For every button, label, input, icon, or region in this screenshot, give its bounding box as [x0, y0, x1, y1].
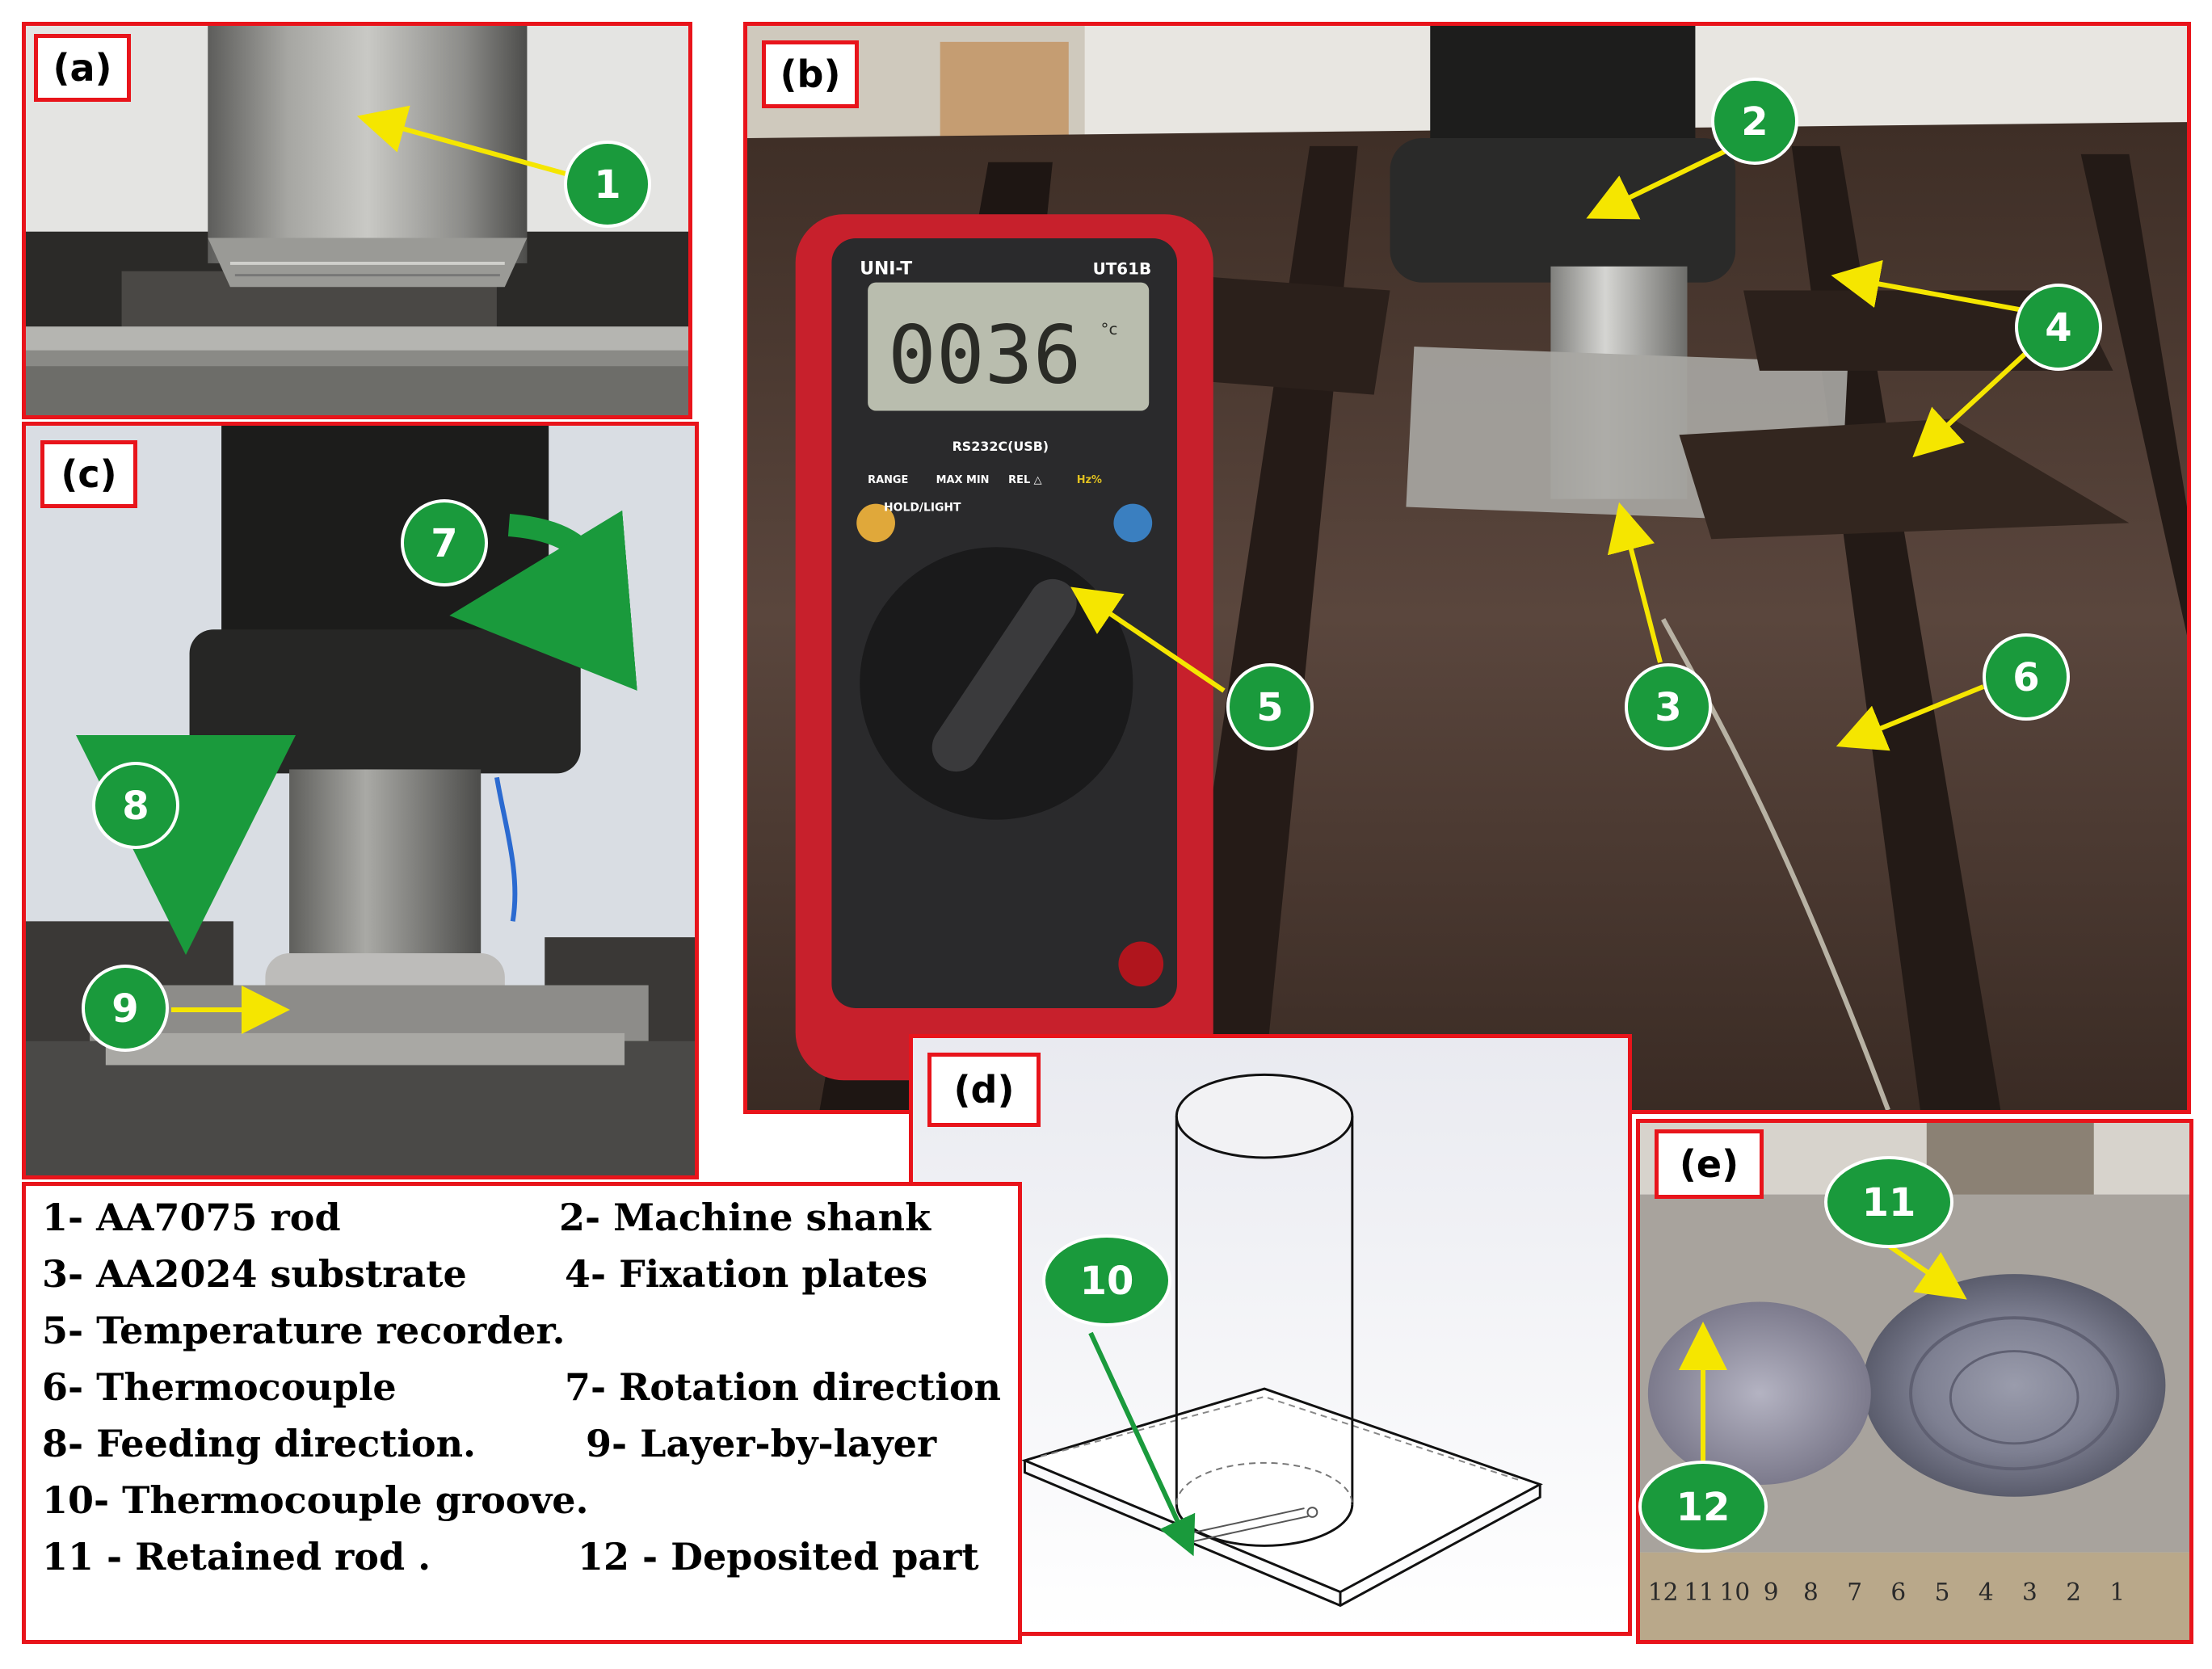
meter-port: RS232C(USB)	[953, 439, 1049, 454]
panel-d-label: (d)	[927, 1053, 1041, 1127]
ruler-number: 12	[1648, 1579, 1679, 1606]
legend-item-9: 9- Layer-by-layer	[586, 1422, 937, 1465]
ruler-number: 5	[1935, 1579, 1950, 1606]
meter-hold-label: HOLD/LIGHT	[884, 502, 961, 515]
panel-d: (d)	[909, 1034, 1632, 1636]
panel-c: (c)	[22, 422, 699, 1179]
panel-e-label: (e)	[1655, 1129, 1764, 1199]
meter-button-range: RANGE	[868, 474, 908, 486]
ruler-number: 7	[1847, 1579, 1862, 1606]
meter-button-rel: REL △	[1008, 474, 1042, 486]
panel-e-photo: 12 11 10 9 8 7 6 5 4 3 2 1	[1640, 1123, 2189, 1640]
legend-item-7: 7- Rotation direction	[565, 1365, 1001, 1409]
legend-item-12: 12 - Deposited part	[578, 1535, 979, 1579]
legend-item-1: 1- AA7075 rod	[42, 1196, 341, 1239]
ruler-number: 1	[2109, 1579, 2125, 1606]
legend-item-6: 6- Thermocouple	[42, 1365, 397, 1409]
legend-item-8: 8- Feeding direction.	[42, 1422, 477, 1465]
legend-item-2: 2- Machine shank	[559, 1196, 931, 1239]
panel-b: UNI-T UT61B 0036 °c RS232C(USB) RANGE MA…	[743, 22, 2191, 1114]
panel-c-label: (c)	[40, 440, 137, 508]
ruler-number: 6	[1890, 1579, 1906, 1606]
legend-item-4: 4- Fixation plates	[565, 1252, 928, 1296]
panel-e: 12 11 10 9 8 7 6 5 4 3 2 1 (e)	[1636, 1119, 2193, 1644]
legend-item-11: 11 - Retained rod .	[42, 1535, 431, 1579]
panel-d-drawing	[913, 1038, 1628, 1632]
panel-b-photo: UNI-T UT61B 0036 °c RS232C(USB) RANGE MA…	[747, 26, 2187, 1110]
meter-reading: 0036	[888, 309, 1081, 402]
ruler-number: 9	[1764, 1579, 1779, 1606]
panel-a-label: (a)	[34, 34, 131, 102]
ruler-number: 11	[1684, 1579, 1714, 1606]
ruler-number: 4	[1979, 1579, 1994, 1606]
legend-item-5: 5- Temperature recorder.	[42, 1309, 566, 1352]
ruler-number: 2	[2066, 1579, 2081, 1606]
meter-unit: °c	[1101, 320, 1118, 338]
legend-box: 1- AA7075 rod 2- Machine shank 3- AA2024…	[22, 1182, 1022, 1644]
ruler-number: 10	[1720, 1579, 1751, 1606]
panel-a-photo	[26, 26, 688, 415]
legend-item-3: 3- AA2024 substrate	[42, 1252, 467, 1296]
panel-b-label: (b)	[762, 40, 859, 108]
ruler-number: 8	[1803, 1579, 1819, 1606]
panel-a: (a)	[22, 22, 692, 419]
meter-button-hz: Hz%	[1077, 474, 1102, 486]
panel-c-photo	[26, 426, 695, 1175]
ruler-scale: 12 11 10 9 8 7 6 5 4 3 2 1	[1648, 1579, 2125, 1606]
ruler-number: 3	[2022, 1579, 2037, 1606]
legend-item-10: 10- Thermocouple groove.	[42, 1478, 589, 1522]
meter-button-maxmin: MAX MIN	[936, 474, 990, 486]
meter-brand: UNI-T	[860, 259, 912, 280]
meter-model: UT61B	[1093, 260, 1152, 279]
